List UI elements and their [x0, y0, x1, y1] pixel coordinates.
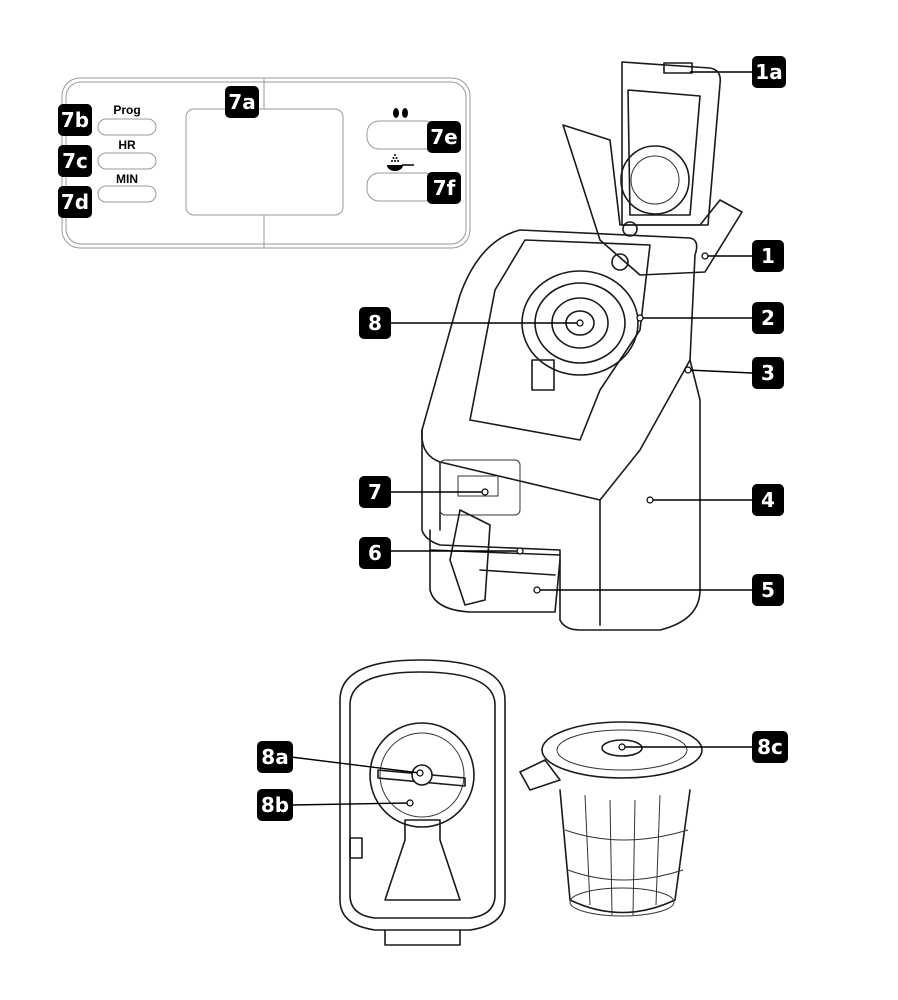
svg-text:6: 6 — [368, 541, 382, 565]
callout-7e: 7e — [427, 121, 461, 153]
callout-8c: 8c — [752, 731, 788, 763]
svg-text:4: 4 — [761, 488, 775, 512]
callout-8b: 8b — [257, 789, 293, 821]
coffee-beans-icon — [393, 108, 408, 118]
callout-7b: 7b — [58, 104, 92, 136]
svg-text:7f: 7f — [433, 176, 456, 200]
svg-text:8c: 8c — [757, 735, 783, 759]
callout-7c: 7c — [58, 145, 92, 177]
coffee-scoop-icon — [387, 154, 414, 171]
prog-label: Prog — [113, 103, 140, 117]
filter-basket-drawing — [519, 721, 703, 917]
callout-5: 5 — [752, 574, 784, 606]
svg-text:8b: 8b — [261, 793, 289, 817]
svg-text:8: 8 — [368, 311, 382, 335]
callout-2: 2 — [752, 302, 784, 334]
svg-text:7e: 7e — [430, 125, 457, 149]
callout-8a: 8a — [257, 741, 293, 773]
callout-1a: 1a — [752, 56, 786, 88]
svg-text:7b: 7b — [61, 108, 89, 132]
callout-7f: 7f — [427, 172, 461, 204]
svg-text:8a: 8a — [261, 745, 288, 769]
callout-1: 1 — [752, 240, 784, 272]
callout-6: 6 — [359, 537, 391, 569]
coffee-maker-drawing — [421, 61, 743, 631]
callout-4: 4 — [752, 484, 784, 516]
svg-text:3: 3 — [761, 361, 775, 385]
hr-label: HR — [118, 138, 136, 152]
svg-text:1: 1 — [761, 244, 775, 268]
callout-3: 3 — [752, 357, 784, 389]
svg-text:7d: 7d — [61, 190, 89, 214]
callout-7a: 7a — [225, 86, 259, 118]
svg-text:7a: 7a — [228, 90, 255, 114]
svg-text:7: 7 — [368, 480, 382, 504]
svg-text:7c: 7c — [62, 149, 88, 173]
svg-text:2: 2 — [761, 306, 775, 330]
svg-text:5: 5 — [761, 578, 775, 602]
callout-7: 7 — [359, 476, 391, 508]
callout-8: 8 — [359, 307, 391, 339]
control-panel-diagram: Prog HR MIN — [61, 77, 471, 249]
callout-7d: 7d — [58, 186, 92, 218]
leader-lines — [290, 71, 753, 807]
svg-text:1a: 1a — [755, 60, 782, 84]
grinder-chamber-drawing — [339, 659, 506, 946]
min-label: MIN — [116, 172, 138, 186]
